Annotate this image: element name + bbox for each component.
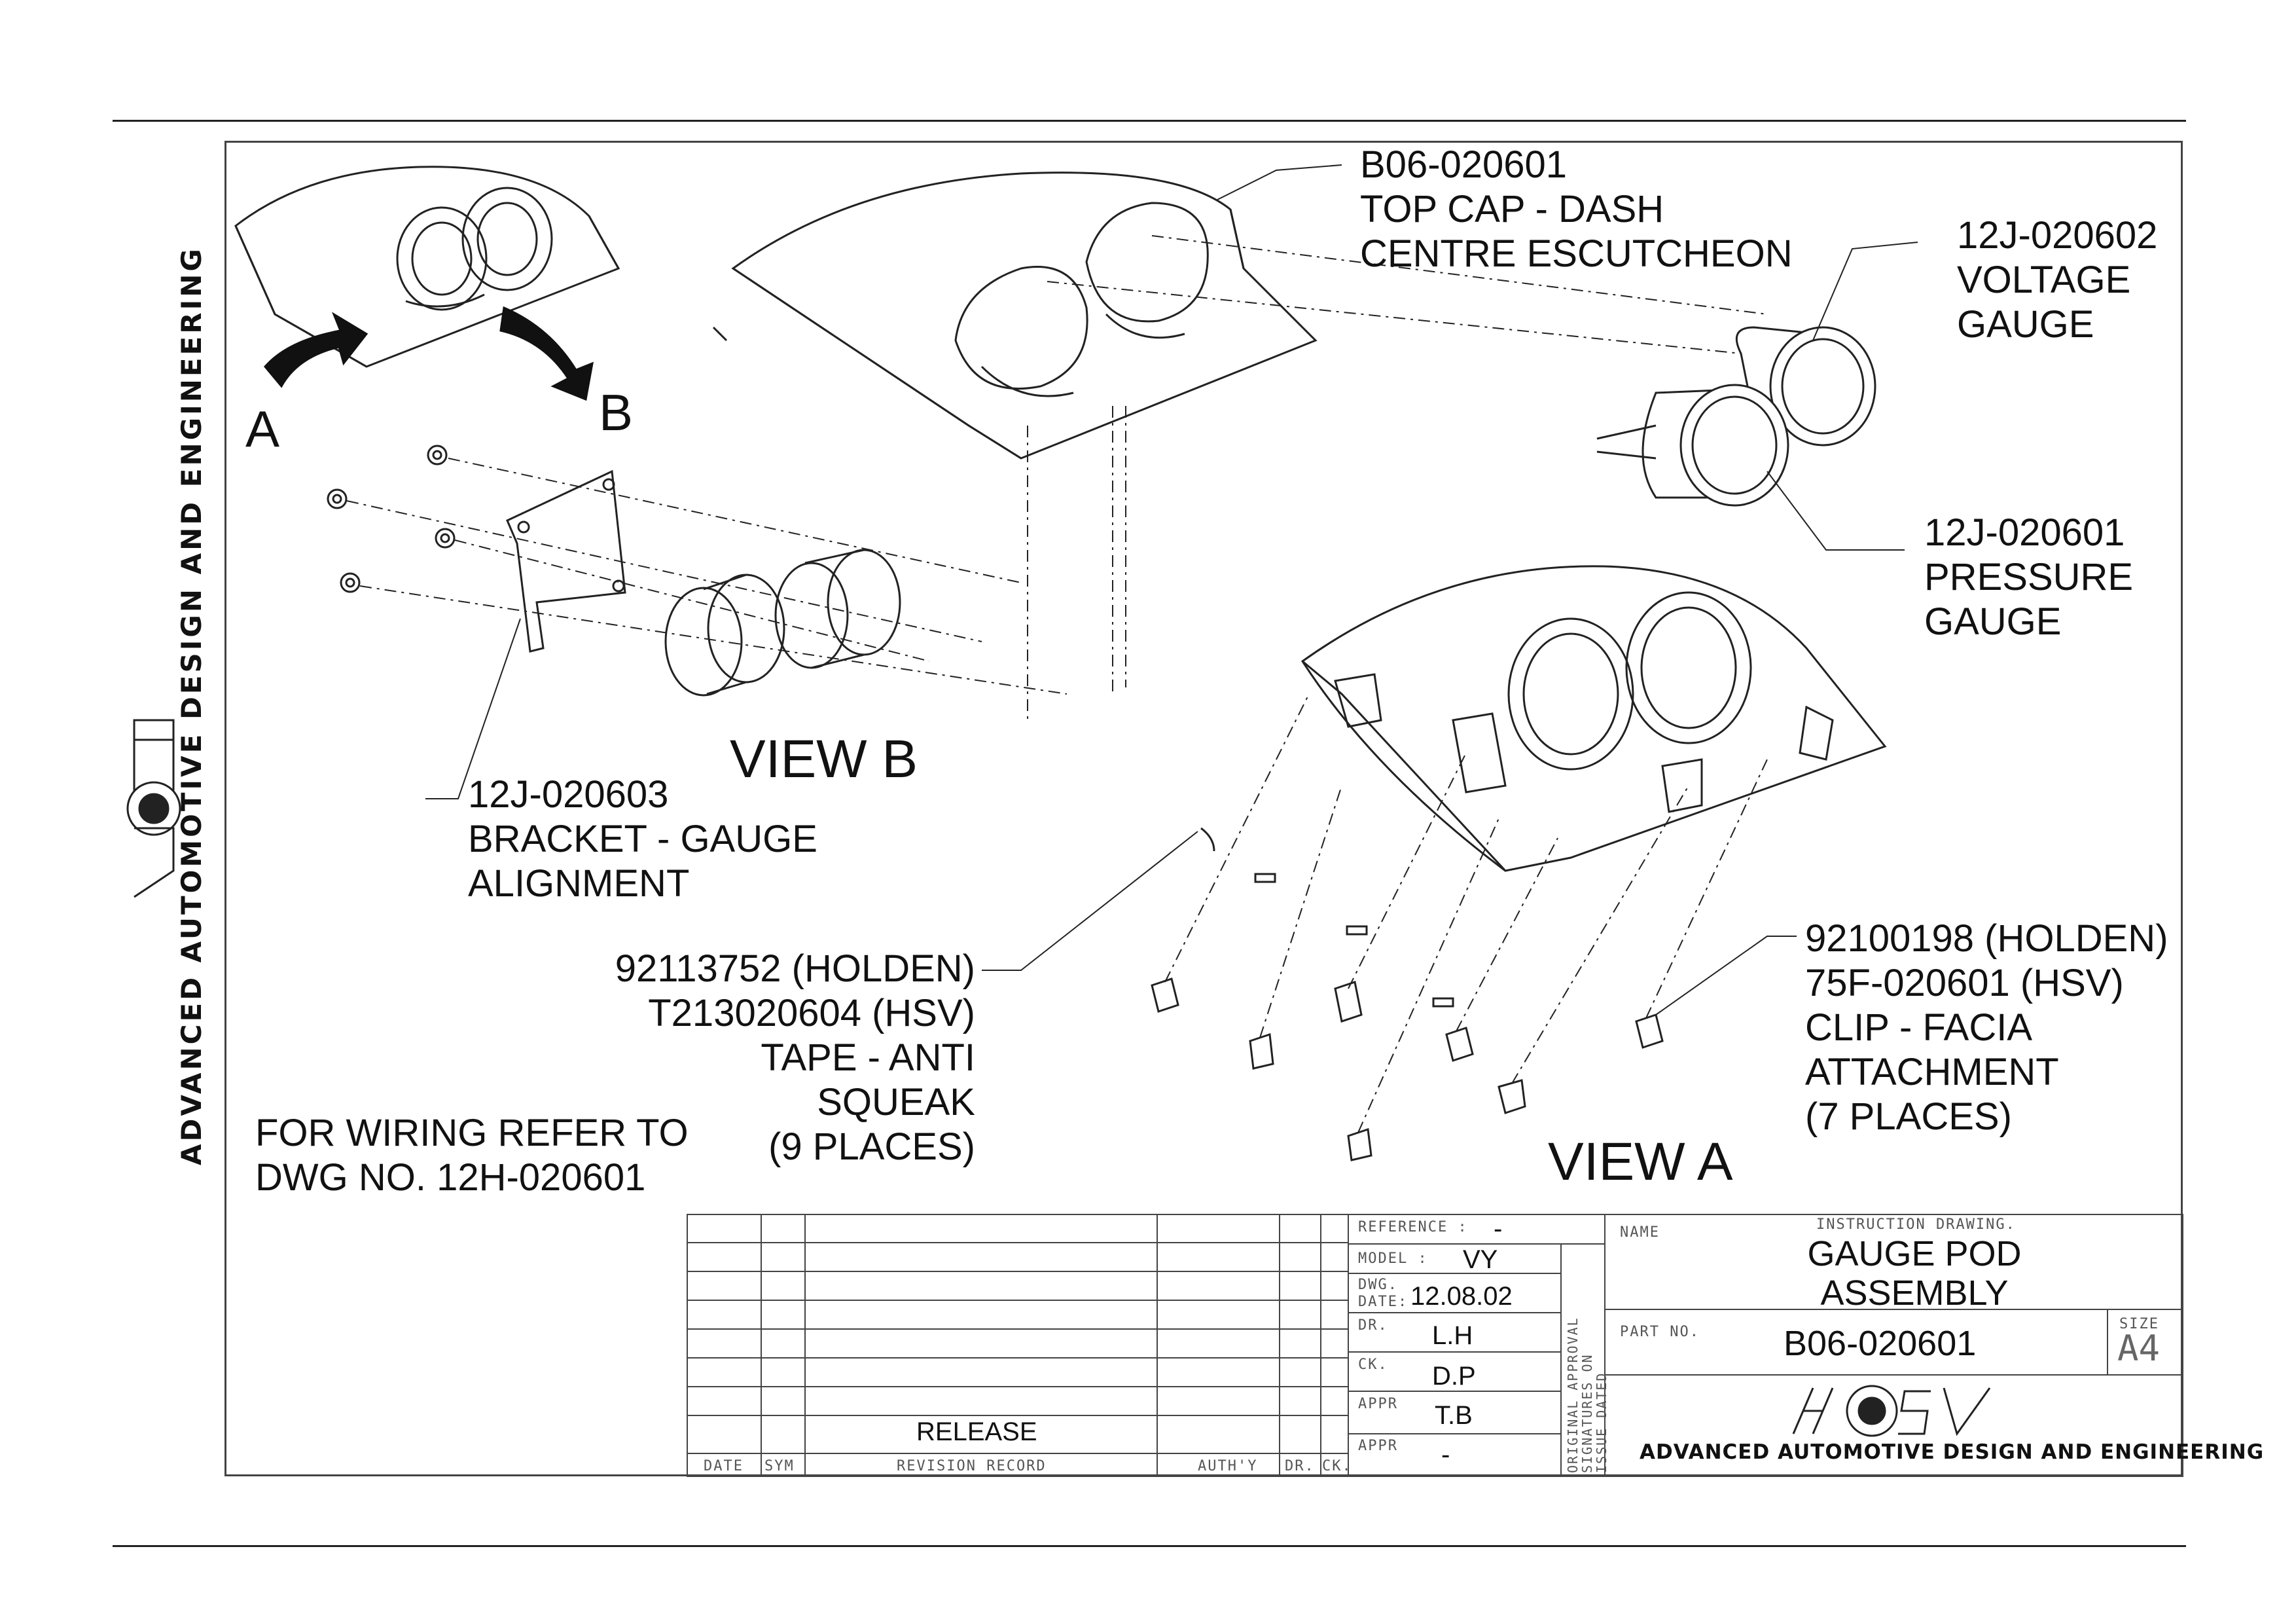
- header-ck: CK.: [1322, 1458, 1352, 1474]
- wiring-note: FOR WIRING REFER TO DWG NO. 12H-020601: [255, 1111, 689, 1200]
- pod-view-a: [1300, 565, 1887, 872]
- header-date: DATE: [704, 1458, 744, 1474]
- reference-sketch: [234, 166, 620, 368]
- gauge-rings-view-b: [664, 549, 901, 697]
- voltage-part-no: 12J-020602: [1957, 214, 2158, 257]
- title-block-company-name: ADVANCED AUTOMOTIVE DESIGN AND ENGINEERI…: [1640, 1440, 2265, 1464]
- drawing-title-line-1: GAUGE POD: [1807, 1234, 2022, 1273]
- clip-part-holden: 92100198 (HOLDEN): [1805, 917, 2168, 960]
- voltage-gauge: [1735, 326, 1876, 447]
- pressure-gauge: [1596, 384, 1789, 507]
- clip-centre-lines: [1164, 693, 1768, 1133]
- top-cap-part-no: B06-020601: [1360, 143, 1568, 186]
- size-label: SIZE: [2119, 1316, 2159, 1332]
- bracket-part-no: 12J-020603: [468, 773, 669, 816]
- revision-entry-release: RELEASE: [916, 1417, 1037, 1446]
- voltage-desc-2: GAUGE: [1957, 303, 2094, 346]
- top-cap-callout: B06-020601 TOP CAP - DASH CENTRE ESCUTCH…: [1360, 143, 1793, 276]
- appr2-value: -: [1441, 1440, 1450, 1469]
- pressure-part-no: 12J-020601: [1924, 511, 2125, 554]
- bottom-rule: [113, 1545, 2186, 1547]
- dr-value: L.H: [1432, 1321, 1473, 1350]
- bracket-desc-2: ALIGNMENT: [468, 862, 690, 905]
- view-arrow-b-label: B: [599, 384, 634, 441]
- leader-lines: [425, 164, 1918, 1015]
- tape-callout: 92113752 (HOLDEN) T213020604 (HSV) TAPE …: [602, 947, 975, 1169]
- view-a-title: VIEW A: [1548, 1132, 1733, 1192]
- top-cap-desc-1: TOP CAP - DASH: [1360, 188, 1664, 230]
- header-dr: DR.: [1285, 1458, 1315, 1474]
- hsv-logo-side: [126, 719, 181, 898]
- ck-value: D.P: [1432, 1362, 1476, 1391]
- ck-label: CK.: [1358, 1357, 1388, 1373]
- clip-part-hsv: 75F-020601 (HSV): [1805, 962, 2124, 1004]
- tape-qty: (9 PLACES): [768, 1125, 975, 1168]
- view-arrow-b: [499, 306, 594, 401]
- nuts: [327, 445, 456, 593]
- voltage-gauge-callout: 12J-020602 VOLTAGE GAUGE: [1957, 213, 2157, 347]
- approval-note-2: SIGNATURES ON: [1579, 1353, 1595, 1473]
- drawing-frame: [224, 141, 2183, 1476]
- clip-desc-1: CLIP - FACIA: [1805, 1006, 2033, 1049]
- header-sym: SYM: [764, 1458, 795, 1474]
- dwg-date-value: 12.08.02: [1410, 1282, 1513, 1311]
- clip-qty: (7 PLACES): [1805, 1095, 2012, 1138]
- drawing-type: INSTRUCTION DRAWING.: [1816, 1216, 2016, 1233]
- part-no-value: B06-020601: [1784, 1324, 1977, 1363]
- top-cap-desc-2: CENTRE ESCUTCHEON: [1360, 232, 1793, 275]
- bracket-desc-1: BRACKET - GAUGE: [468, 818, 817, 860]
- pressure-desc-2: GAUGE: [1924, 600, 2062, 643]
- wiring-note-1: FOR WIRING REFER TO: [255, 1112, 689, 1154]
- bracket-part: [506, 469, 626, 653]
- wiring-note-2: DWG NO. 12H-020601: [255, 1156, 646, 1199]
- top-rule: [113, 120, 2186, 122]
- header-revision-record: REVISION RECORD: [897, 1458, 1047, 1474]
- approval-note: ORIGINAL APPROVAL SIGNATURES ON ISSUE DA…: [1565, 1296, 1609, 1473]
- voltage-desc-1: VOLTAGE: [1957, 259, 2131, 301]
- view-arrow-a: [264, 312, 368, 388]
- appr1-value: T.B: [1435, 1401, 1473, 1430]
- header-authy: AUTH'Y: [1198, 1458, 1258, 1474]
- clip-desc-2: ATTACHMENT: [1805, 1051, 2059, 1093]
- explode-lines: [346, 235, 1768, 720]
- model-label: MODEL :: [1358, 1250, 1428, 1267]
- appr1-label: APPR: [1358, 1396, 1398, 1412]
- view-b-title: VIEW B: [730, 729, 918, 789]
- size-value: A4: [2117, 1328, 2161, 1369]
- approval-note-3: ISSUE DATED: [1594, 1372, 1609, 1473]
- clips-and-tapes: [1151, 827, 1664, 1161]
- view-arrow-a-label: A: [245, 400, 280, 458]
- tape-desc-1: TAPE - ANTI: [761, 1036, 975, 1079]
- dwg-date-label-1: DWG.: [1358, 1277, 1398, 1293]
- name-label: NAME: [1620, 1224, 1660, 1241]
- pressure-gauge-callout: 12J-020601 PRESSURE GAUGE: [1924, 511, 2133, 644]
- tape-part-hsv: T213020604 (HSV): [648, 992, 975, 1034]
- top-cap-view-b: [712, 172, 1318, 460]
- tape-part-holden: 92113752 (HOLDEN): [615, 947, 975, 990]
- model-value: VY: [1463, 1245, 1498, 1274]
- clip-callout: 92100198 (HOLDEN) 75F-020601 (HSV) CLIP …: [1805, 917, 2168, 1139]
- part-no-label: PART NO.: [1620, 1324, 1700, 1340]
- dr-label: DR.: [1358, 1317, 1388, 1334]
- reference-label: REFERENCE :: [1358, 1219, 1468, 1235]
- tape-desc-2: SQUEAK: [817, 1081, 975, 1123]
- drawing-title-line-2: ASSEMBLY: [1820, 1273, 2009, 1313]
- appr2-label: APPR: [1358, 1438, 1398, 1454]
- pressure-desc-1: PRESSURE: [1924, 556, 2134, 598]
- reference-value: -: [1494, 1214, 1503, 1243]
- dwg-date-label-2: DATE:: [1358, 1294, 1408, 1310]
- hsv-logo-title-block: [1792, 1385, 1991, 1437]
- approval-note-1: ORIGINAL APPROVAL: [1565, 1317, 1581, 1473]
- bracket-callout: 12J-020603 BRACKET - GAUGE ALIGNMENT: [468, 773, 817, 906]
